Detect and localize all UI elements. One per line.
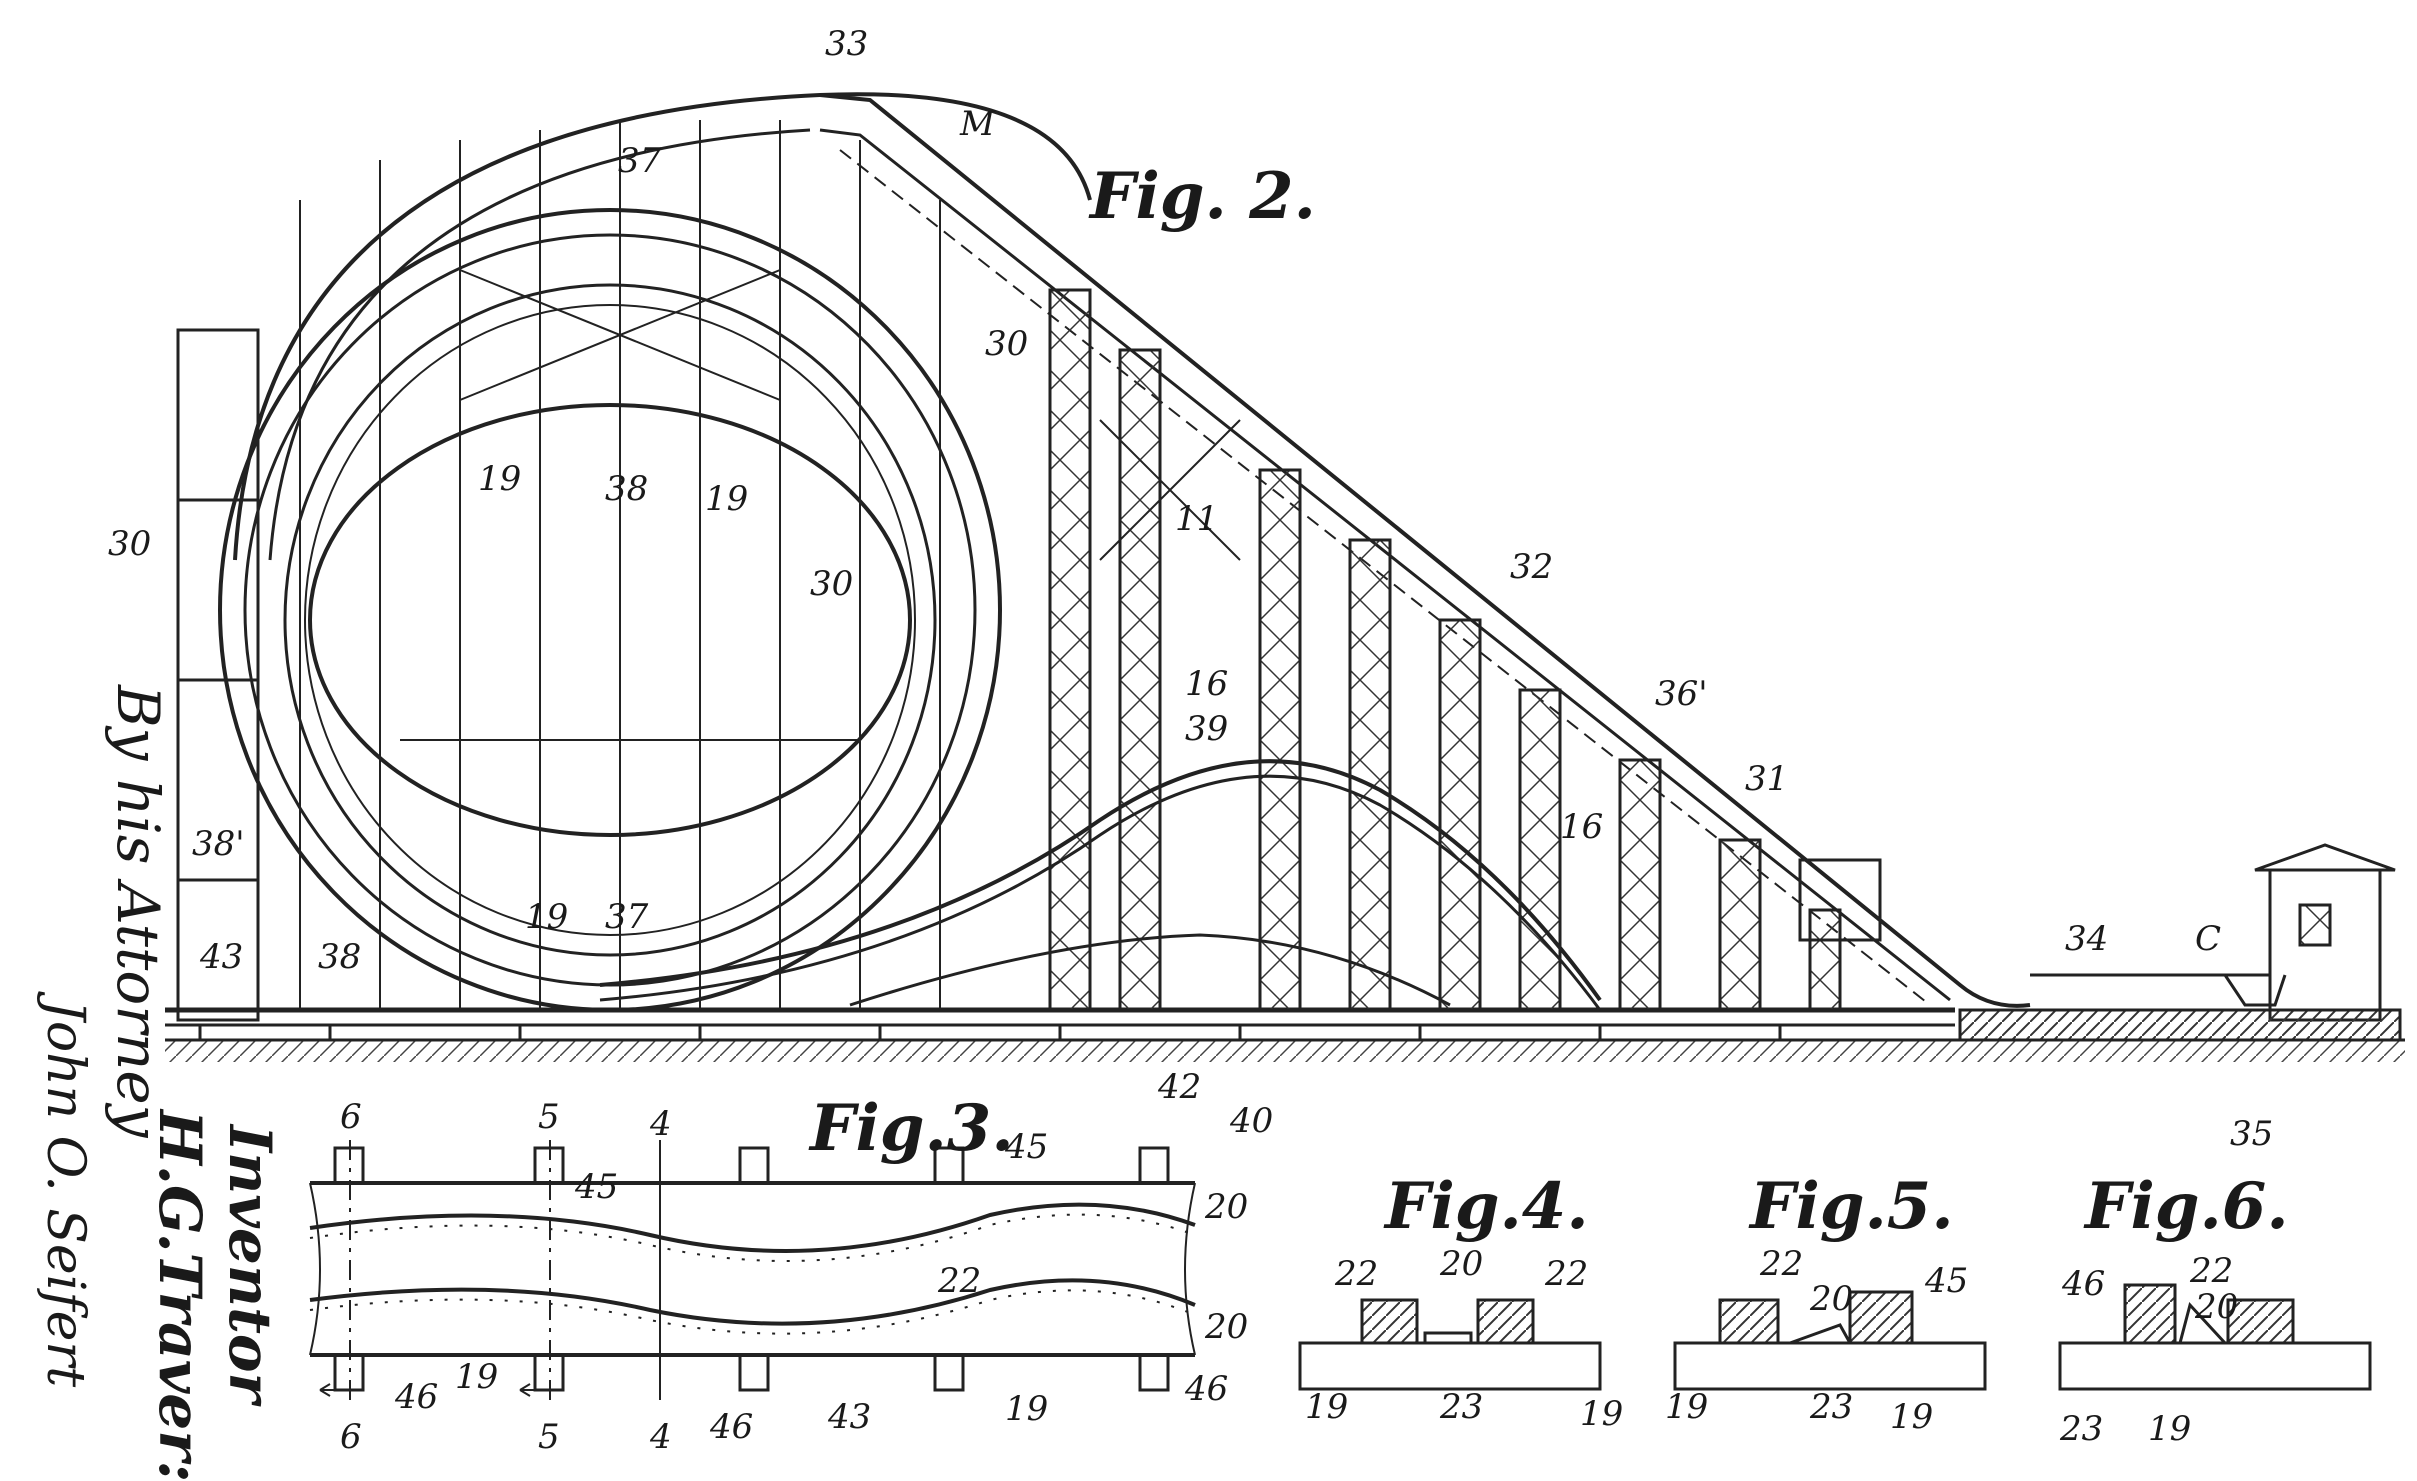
- fig5-drawing: [1673, 1290, 1987, 1391]
- fig4-label-19-right: 19: [1580, 1394, 1623, 1434]
- fig4-label-22-left: 22: [1334, 1254, 1378, 1294]
- fig3-drawing: [309, 1140, 1196, 1400]
- fig4-label-23: 23: [1439, 1387, 1483, 1427]
- side-annotations: Inventor H.G.Traver: By his Attorney Joh…: [35, 684, 284, 1481]
- label-19-left: 19: [478, 459, 521, 499]
- label-19-mid: 19: [705, 479, 748, 519]
- fig5-label-20: 20: [1809, 1279, 1853, 1319]
- fig6-label-20: 20: [2194, 1287, 2238, 1327]
- label-35: 35: [2230, 1114, 2273, 1154]
- fig2-labels: Fig. 2. 33 M 37 30 30 19 38 19 30 11 16 …: [108, 24, 2273, 1154]
- fig3-label-43: 43: [827, 1397, 871, 1437]
- fig5-labels: Fig.5. 22 20 45 19 23 19: [1665, 1169, 1968, 1437]
- ground-hatching: [165, 1040, 2405, 1062]
- fig3-title: Fig.3.: [808, 1091, 1014, 1166]
- label-37-bottom: 37: [605, 897, 649, 937]
- label-38: 38: [605, 469, 648, 509]
- fig5-label-19-left: 19: [1665, 1387, 1708, 1427]
- fig6-label-46: 46: [2061, 1264, 2105, 1304]
- label-30-right: 30: [985, 324, 1028, 364]
- fig2-drawing: [165, 92, 2405, 1062]
- fig3-label-19-left: 19: [455, 1357, 498, 1397]
- inventor-name: H.G.Traver:: [146, 1108, 214, 1481]
- fig6-label-22: 22: [2189, 1251, 2233, 1291]
- fig6-drawing: [2058, 1283, 2372, 1391]
- label-30-mid: 30: [810, 564, 853, 604]
- fig4-label-19-left: 19: [1305, 1387, 1348, 1427]
- fig5-label-23: 23: [1809, 1387, 1853, 1427]
- fig6-title: Fig.6.: [2083, 1169, 2289, 1244]
- label-16-upper: 16: [1185, 664, 1228, 704]
- label-C: C: [2195, 919, 2221, 959]
- fig5-label-19-right: 19: [1890, 1397, 1933, 1437]
- label-38prime: 38': [192, 824, 245, 864]
- fig3-label-6-top: 6: [340, 1097, 362, 1137]
- fig6-label-19: 19: [2148, 1409, 2191, 1449]
- label-30-left: 30: [108, 524, 151, 564]
- label-39: 39: [1185, 709, 1228, 749]
- fig6-label-23: 23: [2059, 1409, 2103, 1449]
- fig3-label-45-right: 45: [1004, 1127, 1048, 1167]
- attorney-line: By his Attorney: [104, 684, 172, 1139]
- fig5-label-22: 22: [1759, 1244, 1803, 1284]
- fig5-title: Fig.5.: [1748, 1169, 1954, 1244]
- attorney-signature: John O. Seifert: [35, 991, 95, 1387]
- fig3-label-4-bottom: 4: [649, 1417, 672, 1457]
- fig3-labels: Fig.3. 6 5 4 45 45 20 22 20 46 19 46 43 …: [340, 1091, 1248, 1457]
- label-16-lower: 16: [1560, 807, 1603, 847]
- fig3-label-46-left: 46: [394, 1377, 438, 1417]
- fig3-label-22: 22: [937, 1261, 981, 1301]
- label-19-bottom: 19: [525, 897, 568, 937]
- label-37-top: 37: [618, 141, 662, 181]
- fig3-label-19-right: 19: [1005, 1389, 1048, 1429]
- fig4-label-20: 20: [1439, 1244, 1483, 1284]
- fig3-label-5-bottom: 5: [538, 1417, 560, 1457]
- fig6-labels: Fig.6. 46 22 20 23 19: [2059, 1169, 2289, 1449]
- fig3-label-6-bottom: 6: [340, 1417, 362, 1457]
- label-M: M: [959, 104, 996, 144]
- inventor-heading: Inventor: [216, 1123, 284, 1408]
- fig3-label-4-top: 4: [649, 1104, 672, 1144]
- fig3-label-20-bottom: 20: [1204, 1307, 1248, 1347]
- fig3-label-46-right: 46: [1184, 1369, 1228, 1409]
- label-11: 11: [1175, 499, 1218, 539]
- label-43: 43: [199, 937, 243, 977]
- fig3-label-20-top: 20: [1204, 1187, 1248, 1227]
- fig4-drawing: [1298, 1298, 1602, 1391]
- label-31: 31: [1745, 759, 1788, 799]
- fig3-label-5-top: 5: [538, 1097, 560, 1137]
- fig4-label-22-right: 22: [1544, 1254, 1588, 1294]
- fig3-label-45-left: 45: [574, 1167, 618, 1207]
- fig3-label-46-mid: 46: [709, 1407, 753, 1447]
- label-42: 42: [1157, 1067, 1201, 1107]
- label-33: 33: [825, 24, 868, 64]
- fig4-title: Fig.4.: [1383, 1169, 1589, 1244]
- fig5-label-45: 45: [1924, 1261, 1968, 1301]
- label-38-bottom: 38: [318, 937, 361, 977]
- label-32: 32: [1510, 547, 1553, 587]
- label-40: 40: [1229, 1101, 1273, 1141]
- label-36prime: 36': [1655, 674, 1708, 714]
- label-34: 34: [2065, 919, 2108, 959]
- fig2-title: Fig. 2.: [1088, 159, 1316, 234]
- fig4-labels: Fig.4. 22 20 22 19 23 19: [1305, 1169, 1623, 1434]
